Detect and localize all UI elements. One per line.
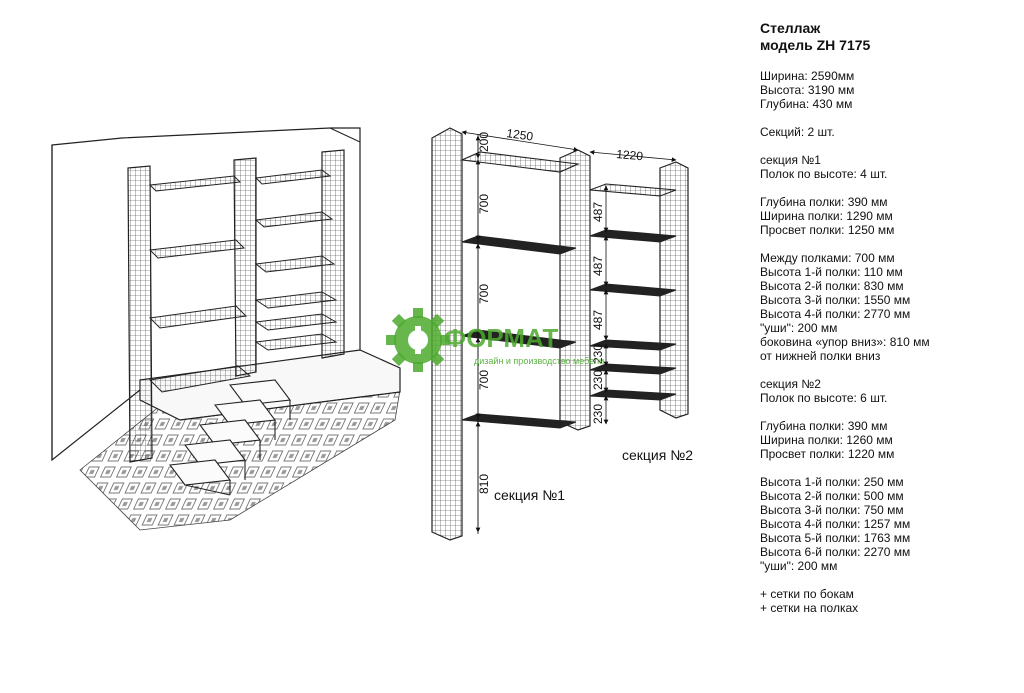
spec-line: Высота 3-й полки: 750 мм	[760, 503, 904, 517]
dim-s2-gap5: 230	[591, 370, 605, 390]
spec-line: Высота 1-й полки: 110 мм	[760, 265, 903, 279]
spec-line: Ширина полки: 1260 мм	[760, 433, 893, 447]
dim-s2-gap4: 230	[591, 344, 605, 364]
spec-gap	[760, 461, 1010, 475]
spec-line: "уши": 200 мм	[760, 321, 838, 335]
spec-line: Высота 6-й полки: 2270 мм	[760, 545, 911, 559]
spec-line: Глубина: 430 мм	[760, 97, 853, 111]
room-perspective	[51, 127, 401, 531]
spec-line: от нижней полки вниз	[760, 349, 881, 363]
spec-line: Полок по высоте: 4 шт.	[760, 167, 888, 181]
spec-line: Высота 2-й полки: 500 мм	[760, 489, 904, 503]
spec-gap	[760, 363, 1010, 377]
spec-line: + сетки на полках	[760, 601, 859, 615]
spec-line: Высота 5-й полки: 1763 мм	[760, 531, 911, 545]
dim-s2-gap2: 487	[591, 256, 605, 276]
dim-s1-gap3: 700	[477, 370, 491, 390]
shelving-drawing: 1250 1220 200 700 700 700 810 487 487 48…	[51, 126, 693, 541]
spec-gap	[760, 573, 1010, 587]
spec-gap	[760, 139, 1010, 153]
spec-line: Секций: 2 шт.	[760, 125, 835, 139]
spec-line: "уши": 200 мм	[760, 559, 838, 573]
spec-line: Просвет полки: 1220 мм	[760, 447, 895, 461]
spec-title-line2: модель ZH 7175	[760, 37, 871, 53]
watermark-name: ФОРМАТ	[444, 323, 559, 353]
spec-line: Ширина: 2590мм	[760, 69, 855, 83]
spec-line: Глубина полки: 390 мм	[760, 195, 888, 209]
dimensioned-rack: 1250 1220 200 700 700 700 810 487 487 48…	[431, 126, 693, 541]
spec-line: Глубина полки: 390 мм	[760, 419, 888, 433]
spec-line: Высота 3-й полки: 1550 мм	[760, 293, 911, 307]
spec-gap	[760, 181, 1010, 195]
spec-line: боковина «упор вниз»: 810 мм	[760, 335, 930, 349]
spec-line: Ширина полки: 1290 мм	[760, 209, 893, 223]
dim-width-section1: 1250	[506, 126, 535, 144]
spec-line: + сетки по бокам	[760, 587, 854, 601]
spec-line: Высота 4-й полки: 2770 мм	[760, 307, 911, 321]
dim-s1-foot: 810	[477, 474, 491, 494]
dim-s1-gap1: 700	[477, 194, 491, 214]
dim-s1-ears: 200	[477, 132, 491, 152]
spec-line: Между полками: 700 мм	[760, 251, 895, 265]
label-section1: секция №1	[494, 487, 565, 503]
spec-line: секция №1	[760, 153, 821, 167]
spec-gap	[760, 111, 1010, 125]
dim-width-section2: 1220	[616, 147, 644, 163]
gear-logo-icon	[386, 308, 450, 372]
spec-line: Высота 1-й полки: 250 мм	[760, 475, 904, 489]
spec-line: Полок по высоте: 6 шт.	[760, 391, 888, 405]
spec-title: Стеллаж модель ZH 7175	[760, 20, 1010, 54]
dim-s2-gap1: 487	[591, 202, 605, 222]
spec-line: Высота 4-й полки: 1257 мм	[760, 517, 911, 531]
dim-s1-gap2: 700	[477, 284, 491, 304]
label-section2: секция №2	[622, 447, 693, 463]
spec-line: Высота 2-й полки: 830 мм	[760, 279, 904, 293]
spec-line: секция №2	[760, 377, 821, 391]
dim-s2-gap6: 230	[591, 404, 605, 424]
spec-title-line1: Стеллаж	[760, 20, 821, 36]
watermark-tagline: дизайн и производство мебели	[474, 356, 604, 366]
spec-gap	[760, 237, 1010, 251]
spec-line: Просвет полки: 1250 мм	[760, 223, 895, 237]
dim-s2-gap3: 487	[591, 310, 605, 330]
spec-gap	[760, 405, 1010, 419]
spec-line: Высота: 3190 мм	[760, 83, 855, 97]
